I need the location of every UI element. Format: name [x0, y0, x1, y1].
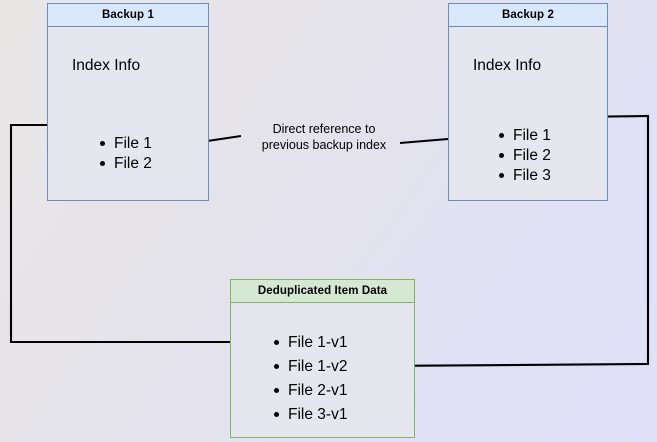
dedup-body: File 1-v1 File 1-v2 File 2-v1 File 3-v1 [231, 303, 414, 437]
dedup-header: Deduplicated Item Data [231, 280, 414, 303]
bullet-icon [274, 364, 279, 369]
backup1-header: Backup 1 [48, 4, 208, 27]
backup1-subtitle: Index Info [72, 57, 141, 74]
backup2-subtitle: Index Info [473, 57, 542, 74]
list-item-label: File 3 [513, 167, 551, 184]
bullet-icon [100, 161, 105, 166]
list-item: File 2 [98, 154, 152, 174]
dedup-file-list: File 1-v1 File 1-v2 File 2-v1 File 3-v1 [272, 331, 347, 427]
list-item-label: File 1-v2 [288, 358, 348, 375]
list-item: File 3-v1 [272, 403, 347, 427]
backup1-file-list: File 1 File 2 [98, 134, 152, 174]
list-item-label: File 1 [114, 135, 152, 152]
list-item-label: File 2-v1 [288, 382, 348, 399]
bullet-icon [499, 133, 504, 138]
backup2-header: Backup 2 [449, 4, 607, 27]
list-item: File 1-v1 [272, 331, 347, 355]
backup1-box[interactable]: Backup 1 Index Info File 1 File 2 [47, 3, 209, 201]
backup1-body: Index Info File 1 File 2 [48, 27, 208, 200]
bullet-icon [499, 173, 504, 178]
connector-label-line2: previous backup index [261, 137, 387, 152]
backup2-body: Index Info File 1 File 2 File 3 [449, 27, 607, 200]
bullet-icon [100, 141, 105, 146]
bullet-icon [499, 153, 504, 158]
backup2-file-list: File 1 File 2 File 3 [497, 126, 551, 186]
bullet-icon [274, 388, 279, 393]
list-item: File 2 [497, 146, 551, 166]
list-item: File 3 [497, 166, 551, 186]
list-item: File 1 [98, 134, 152, 154]
list-item: File 1-v2 [272, 355, 347, 379]
bullet-icon [274, 340, 279, 345]
connector-label-line1: Direct reference to [272, 122, 376, 136]
backup2-box[interactable]: Backup 2 Index Info File 1 File 2 File 3 [448, 3, 608, 201]
list-item: File 1 [497, 126, 551, 146]
deduplicated-item-data-box[interactable]: Deduplicated Item Data File 1-v1 File 1-… [230, 279, 415, 438]
list-item-label: File 1 [513, 127, 551, 144]
list-item-label: File 2 [114, 155, 152, 172]
list-item: File 2-v1 [272, 379, 347, 403]
list-item-label: File 1-v1 [288, 334, 348, 351]
bullet-icon [274, 412, 279, 417]
connector-label-direct-reference: Direct reference to previous backup inde… [248, 122, 400, 153]
list-item-label: File 3-v1 [288, 406, 348, 423]
list-item-label: File 2 [513, 147, 551, 164]
